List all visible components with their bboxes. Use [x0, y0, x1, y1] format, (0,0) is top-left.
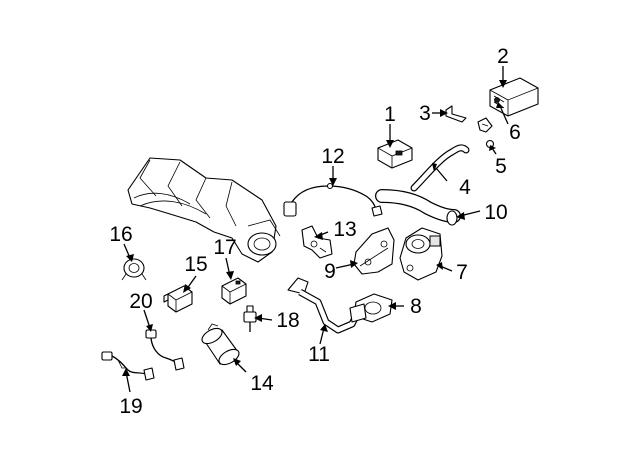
callout-13: 13: [333, 218, 356, 241]
callout-6: 6: [509, 121, 521, 144]
pressure-sensor-part: [243, 305, 257, 332]
callout-16: 16: [109, 223, 132, 246]
vapor-canister-part: [201, 323, 240, 366]
oxygen-sensor-20-part: [145, 329, 185, 371]
callout-14: 14: [250, 372, 274, 395]
egr-pipe-part: [287, 277, 367, 334]
bracket-clip-part: [445, 105, 467, 123]
sensor-module-part: [377, 139, 413, 169]
callout-10: 10: [484, 201, 507, 224]
egr-valve-part: [399, 227, 443, 281]
leader-arrowheads: [122, 80, 507, 376]
callout-1: 1: [384, 103, 396, 126]
callout-18: 18: [276, 309, 299, 332]
callout-9: 9: [324, 260, 336, 283]
solenoid-valve-17-part: [221, 277, 247, 305]
callout-labels: 1 2 3 4 5 6 7 8 9 10 11 12 13 14 15 16 1…: [109, 45, 521, 418]
callout-12: 12: [321, 145, 344, 168]
callout-19: 19: [119, 395, 142, 418]
callout-4: 4: [459, 176, 471, 199]
callout-5: 5: [495, 155, 507, 178]
callout-7: 7: [456, 261, 468, 284]
callout-3: 3: [419, 102, 431, 125]
intake-manifold: [127, 157, 281, 263]
oxygen-sensor-19-part: [101, 351, 155, 381]
solenoid-valve-15-part: [163, 285, 193, 313]
check-valve-part: [477, 117, 495, 149]
vacuum-hose-part: [410, 144, 470, 192]
callout-15: 15: [184, 253, 207, 276]
mounting-bracket-part: [353, 227, 395, 275]
egr-hose-part: [375, 189, 461, 226]
callout-20: 20: [129, 290, 152, 313]
callout-11: 11: [308, 343, 330, 366]
callout-2: 2: [497, 45, 509, 68]
sensor-bracket-part: [301, 225, 333, 259]
callout-8: 8: [410, 295, 422, 318]
vacuum-actuator-part: [121, 258, 147, 281]
sensor-harness-part: [283, 182, 383, 217]
callout-17: 17: [213, 236, 236, 259]
control-unit-part: [489, 77, 539, 117]
